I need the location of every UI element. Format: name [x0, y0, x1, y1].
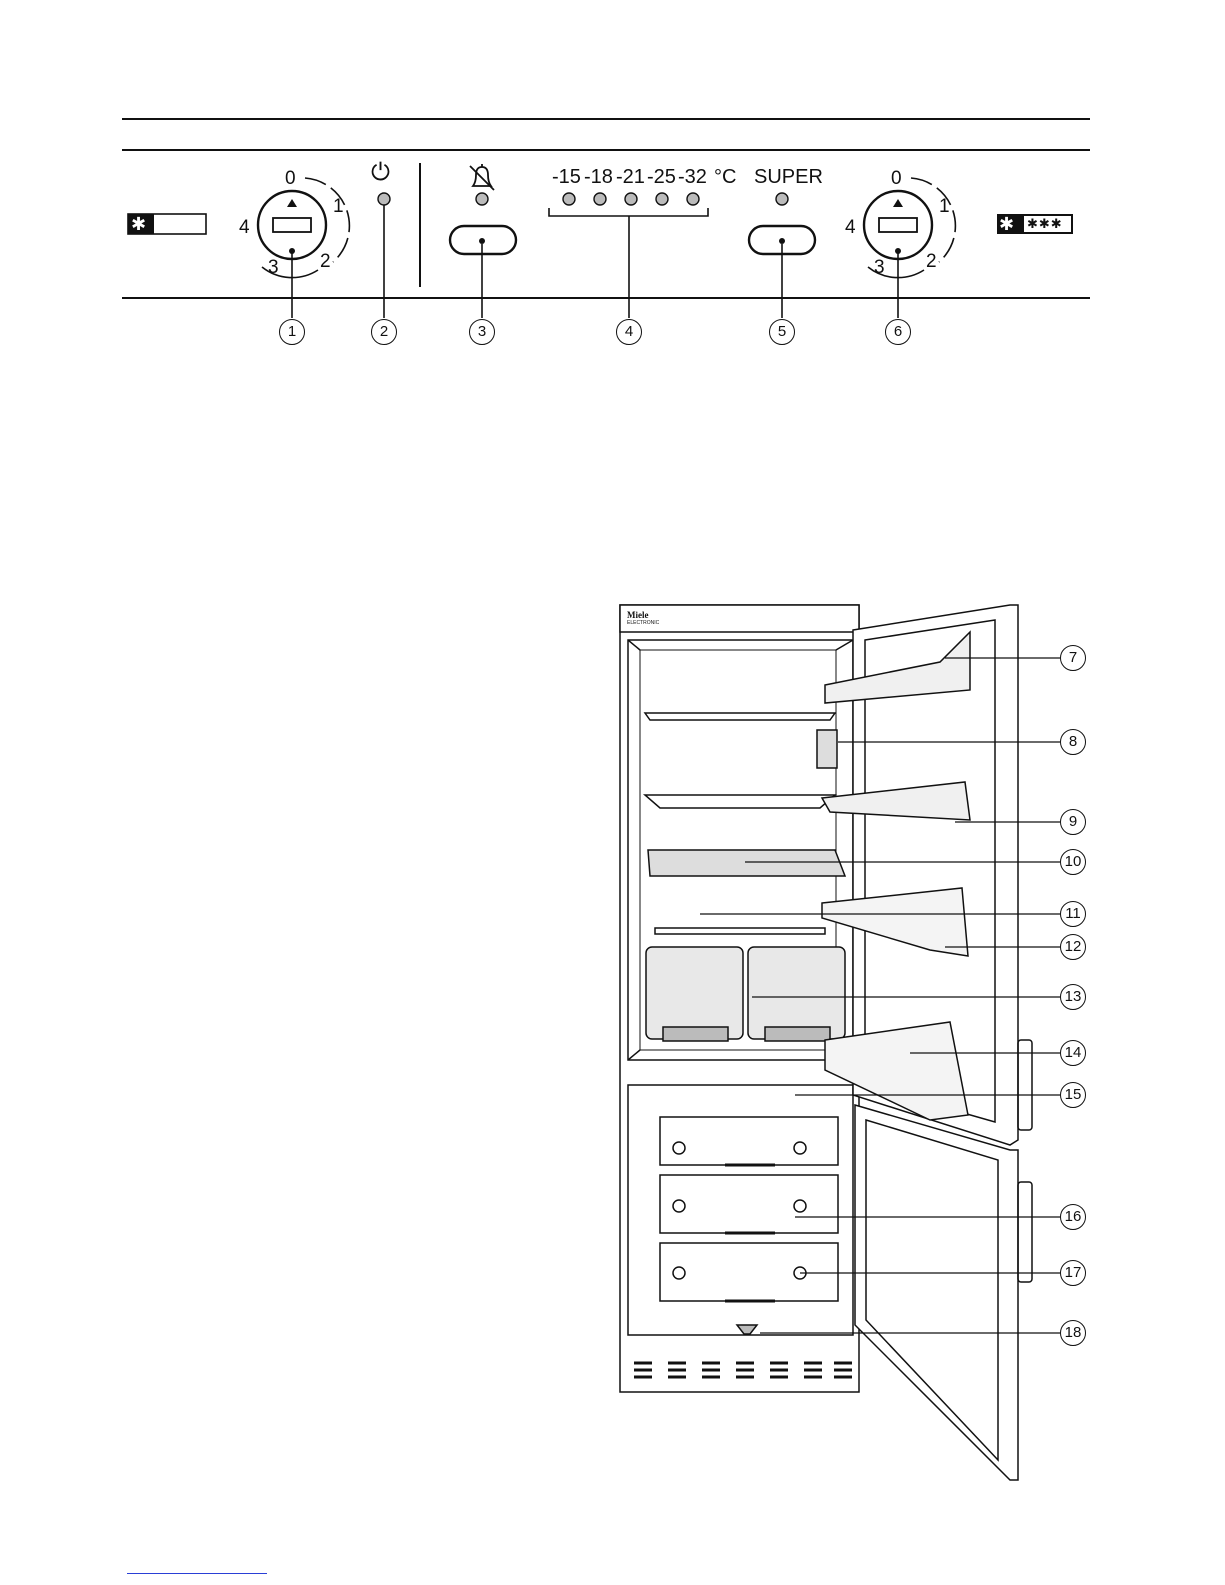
filter-8: [817, 730, 837, 768]
temp-label-minus25: -25: [647, 166, 676, 189]
callout-12: 12: [1060, 934, 1086, 960]
freezer-drawer-1: [660, 1117, 838, 1165]
freezer-door: [855, 1105, 1018, 1480]
temp-unit-label: °C: [714, 166, 736, 189]
crisper-cover-shelf: [655, 928, 825, 934]
callout-3: 3: [469, 319, 495, 345]
freezer-drawer-2: [660, 1175, 838, 1233]
callout-10: 10: [1060, 849, 1086, 875]
right-dial-number-3: 3: [874, 257, 885, 279]
ventilation-grille: [634, 1363, 852, 1377]
alarm-led: [476, 193, 488, 205]
temperature-leds: [563, 193, 699, 205]
callout-2: 2: [371, 319, 397, 345]
left-dial-number-4: 4: [239, 217, 250, 239]
shelf-top: [645, 713, 835, 720]
power-indicator-led: [378, 193, 390, 205]
temperature-bracket: [549, 208, 708, 216]
callout-18: 18: [1060, 1320, 1086, 1346]
callout-17: 17: [1060, 1260, 1086, 1286]
temp-label-minus21: -21: [616, 166, 645, 189]
temp-label-minus18: -18: [584, 166, 613, 189]
callout-7: 7: [1060, 645, 1086, 671]
right-dial-number-2: 2: [926, 251, 937, 273]
callout-16: 16: [1060, 1204, 1086, 1230]
callout-5: 5: [769, 319, 795, 345]
super-led: [776, 193, 788, 205]
shelf-middle: [645, 795, 835, 808]
right-freezer-star-text: ✱✱✱: [1027, 214, 1063, 234]
crisper-left: [646, 947, 743, 1039]
super-button-dot: [779, 238, 785, 244]
left-dial-number-2: 2: [320, 251, 331, 273]
callout-13: 13: [1060, 984, 1086, 1010]
fridge-svg: [0, 590, 1225, 1490]
callout-1: 1: [279, 319, 305, 345]
callout-4: 4: [616, 319, 642, 345]
alarm-off-bell-icon: [470, 164, 494, 190]
super-label: SUPER: [754, 166, 823, 189]
right-dial-number-4: 4: [845, 217, 856, 239]
control-leader-lines: [292, 205, 898, 318]
callout-6: 6: [885, 319, 911, 345]
right-dial-number-1: 1: [939, 196, 950, 218]
footer-underline: [127, 1573, 267, 1574]
left-dial-number-3: 3: [268, 257, 279, 279]
alarm-button-dot: [479, 238, 485, 244]
left-freezer-star-text: ✱: [131, 212, 146, 236]
power-icon: ⏻: [371, 160, 390, 186]
right-dial-number-0: 0: [891, 168, 902, 190]
control-strip: [620, 605, 859, 632]
left-dial-number-0: 0: [285, 168, 296, 190]
left-dial-number-1: 1: [333, 196, 344, 218]
temp-label-minus32: -32: [678, 166, 707, 189]
brand-logo: Miele: [627, 610, 649, 620]
callout-8: 8: [1060, 729, 1086, 755]
callout-14: 14: [1060, 1040, 1086, 1066]
freezer-handle: [1018, 1182, 1032, 1282]
callout-15: 15: [1060, 1082, 1086, 1108]
callout-9: 9: [1060, 809, 1086, 835]
freezer-drawer-3: [660, 1243, 838, 1301]
glass-shelf-10: [648, 850, 845, 876]
temp-label-minus15: -15: [552, 166, 581, 189]
brand-subtitle: ELECTRONIC: [627, 620, 659, 626]
right-freezer-star-lead: ✱: [999, 212, 1014, 236]
crisper-right: [748, 947, 845, 1039]
callout-11: 11: [1060, 901, 1086, 927]
